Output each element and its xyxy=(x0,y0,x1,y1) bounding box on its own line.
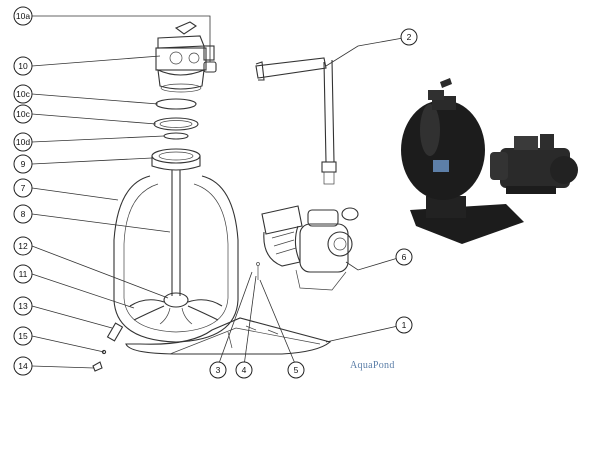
svg-text:11: 11 xyxy=(19,269,28,279)
svg-text:10: 10 xyxy=(18,61,28,71)
pump-drawing xyxy=(261,205,359,291)
callout-11: 11 xyxy=(13,264,33,284)
callout-12: 12 xyxy=(13,236,33,256)
svg-text:6: 6 xyxy=(402,252,407,262)
callout-9: 9 xyxy=(13,154,33,174)
base-plate-drawing xyxy=(125,317,332,355)
callout-15: 15 xyxy=(13,326,33,346)
laterals-drawing xyxy=(129,292,223,325)
svg-text:13: 13 xyxy=(18,301,28,311)
bolts-drawing xyxy=(227,262,260,349)
svg-text:4: 4 xyxy=(242,365,247,375)
svg-text:10c: 10c xyxy=(16,89,30,99)
callout-10c-upper: 10c xyxy=(13,84,33,104)
product-photo-pump xyxy=(490,134,578,194)
svg-text:3: 3 xyxy=(216,365,221,375)
svg-text:9: 9 xyxy=(21,159,26,169)
callout-4: 4 xyxy=(235,361,253,379)
callout-5: 5 xyxy=(287,361,305,379)
tank-flange-drawing xyxy=(151,148,201,171)
svg-text:5: 5 xyxy=(294,365,299,375)
callout-10d: 10d xyxy=(13,132,33,152)
svg-text:7: 7 xyxy=(21,183,26,193)
svg-text:2: 2 xyxy=(407,32,412,42)
callout-8: 8 xyxy=(13,204,33,224)
leader-lines xyxy=(31,15,404,369)
drain-plug-drawing xyxy=(106,322,124,342)
callout-6: 6 xyxy=(395,248,413,266)
tank-body-drawing xyxy=(113,175,239,343)
callout-2: 2 xyxy=(400,28,418,46)
callout-3: 3 xyxy=(209,361,227,379)
svg-text:1: 1 xyxy=(402,320,407,330)
callout-10: 10 xyxy=(13,56,33,76)
callout-13: 13 xyxy=(13,296,33,316)
callout-14: 14 xyxy=(13,356,33,376)
connecting-pipe-drawing xyxy=(255,57,337,185)
svg-text:8: 8 xyxy=(21,209,26,219)
brand-logo: AquaPond xyxy=(350,360,395,371)
o-rings-drawing xyxy=(153,98,199,140)
svg-text:15: 15 xyxy=(18,331,28,341)
svg-text:10a: 10a xyxy=(16,11,30,21)
svg-text:12: 12 xyxy=(18,241,28,251)
drain-cap-drawing xyxy=(92,361,103,372)
product-photo-tank xyxy=(401,78,524,244)
multiport-valve-drawing xyxy=(155,21,215,93)
svg-text:10d: 10d xyxy=(16,137,30,147)
svg-text:10c: 10c xyxy=(16,109,30,119)
svg-text:14: 14 xyxy=(18,361,28,371)
callout-1: 1 xyxy=(395,316,413,334)
callout-10c-lower: 10c xyxy=(13,104,33,124)
callout-10a: 10a xyxy=(13,6,33,26)
callout-7: 7 xyxy=(13,178,33,198)
